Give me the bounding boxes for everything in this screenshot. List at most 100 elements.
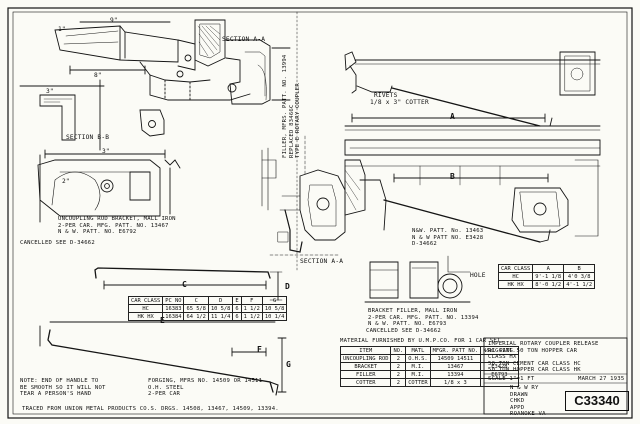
title-line-4: 50 TON CEMENT CAR CLASS HC: [488, 360, 581, 367]
ab-table-cell: 4'0 3/8: [563, 272, 596, 281]
material-table-cell: O.H.S.: [405, 354, 431, 363]
rod-table-cell: 6: [232, 312, 242, 321]
ab-table-header-cell: CAR CLASS: [497, 264, 534, 273]
ab-table-cell: 4'-1 1/2: [563, 280, 596, 289]
dimension-f-label: F: [257, 345, 263, 354]
cancelled-note-2: CANCELLED SEE D-34662: [366, 328, 441, 334]
rod-table-header-cell: G: [261, 296, 288, 305]
section-aa-top-label: SECTION A-A: [222, 36, 266, 43]
dimension-3in-a-label: 3": [102, 148, 110, 155]
material-table-cell: 2: [390, 378, 407, 387]
handle-note: NOTE: END OF HANDLE TO BE SMOOTH SO IT W…: [20, 378, 106, 398]
title-line-5: 50 TON HOPPER CAR CLASS HK: [488, 367, 581, 374]
material-table-cell: 2: [390, 362, 407, 371]
rod-table-cell: 64 1/2: [183, 312, 209, 321]
revision-stamp: N & W RY DRAWN CHKD APPD ROANOKE VA: [510, 385, 546, 418]
dimension-g-label: G: [286, 360, 292, 369]
material-table-cell: 13467: [429, 362, 482, 371]
dimension-e-label: E: [160, 316, 166, 325]
ab-table-header-cell: B: [563, 264, 596, 273]
ab-table-cell: HC: [497, 272, 534, 281]
title-line-2: RIGGING 50 TON HOPPER CAR: [488, 347, 578, 354]
material-table-header-cell: ITEM: [339, 346, 392, 355]
bracket-plan-view: [54, 21, 251, 101]
material-table-cell: 2: [390, 370, 407, 379]
dimension-2in-label: 2": [62, 178, 70, 185]
material-table-header-cell: NO.: [390, 346, 407, 355]
material-table-cell: 13394: [429, 370, 482, 379]
rod-table-cell: 11 1/4: [207, 312, 234, 321]
ab-table-cell: 8'-0 1/2: [532, 280, 565, 289]
rod-table-cell: HK HX: [127, 312, 164, 321]
rod-table-header-cell: F: [240, 296, 263, 305]
material-table-cell: M.I.: [405, 370, 431, 379]
title-line-3: CLASS HX: [488, 354, 517, 361]
material-table-header-cell: MATL: [405, 346, 431, 355]
rod-table-cell: 1 1/2: [240, 312, 263, 321]
sheet-border: [7, 7, 633, 419]
date-label: MARCH 27 1935: [578, 376, 625, 382]
cancelled-note-1: CANCELLED SEE D-34662: [20, 240, 95, 246]
material-table-cell: [480, 378, 519, 387]
rod-table-cell: 65 5/8: [183, 304, 209, 313]
material-table-cell: FILLER: [339, 370, 392, 379]
rod-table-cell: 16383: [162, 304, 185, 313]
material-table-cell: 2: [390, 354, 407, 363]
material-table-caption: MATERIAL FURNISHED BY U.M.P.CO. FOR 1 CA…: [340, 338, 505, 344]
car-side-view: [344, 139, 601, 243]
dimension-9in-label: 9": [110, 17, 118, 24]
title-line-1: IMPERIAL ROTARY COUPLER RELEASE: [488, 341, 599, 347]
rod-table-header-cell: D: [207, 296, 234, 305]
rod-table-cell: 1 1/2: [240, 304, 263, 313]
ab-table-cell: 9'-1 1/8: [532, 272, 565, 281]
ab-table-header-cell: A: [532, 264, 565, 273]
rod-table-cell: HC: [127, 304, 164, 313]
dimension-8in-label: 8": [94, 72, 102, 79]
drawing-number: C33340: [565, 391, 629, 411]
scale-label: SCALE 1"=1 FT: [488, 376, 535, 382]
center-coupler-section: [261, 135, 346, 256]
uncoupling-rod-bracket-view: [37, 149, 181, 223]
rod-table-header-cell: C: [183, 296, 209, 305]
section-bb-view: [19, 79, 165, 151]
section-aa-top-view: [194, 19, 291, 105]
uncoupling-rod-elevation: [39, 267, 287, 396]
traced-from-note: TRACED FROM UNION METAL PRODUCTS CO.S. D…: [22, 406, 279, 412]
sheet-inner-border: [12, 11, 628, 415]
bracket-filler-note: BRACKET FILLER, MALL IRON 2-PER CAR. MFG…: [368, 308, 479, 328]
material-table-cell: COTTER: [339, 378, 392, 387]
rod-table-header-cell: E: [232, 296, 242, 305]
dimension-3in-b-label: 3": [46, 88, 54, 95]
dimension-d-label: D: [285, 282, 291, 291]
forging-note: FORGING, MFRS NO. 14509 OR 14511 O.H. ST…: [148, 378, 263, 398]
rod-table-cell: 10 1/4: [261, 312, 288, 321]
material-table-cell: M.I.: [405, 362, 431, 371]
dimension-b-label: B: [450, 172, 456, 181]
rod-table-cell: 16384: [162, 312, 185, 321]
material-table-cell: BRACKET: [339, 362, 392, 371]
material-table-cell: 14509 14511: [429, 354, 482, 363]
dimension-a-label: A: [450, 112, 456, 121]
bracket-filler-view: [364, 255, 471, 303]
section-bb-label: SECTION B-B: [66, 134, 110, 141]
cotter-label: 1/8 x 3" COTTER: [370, 99, 429, 106]
section-aa-bottom-label: SECTION A-A: [300, 258, 344, 265]
material-table-cell: UNCOUPLING ROD: [339, 354, 392, 363]
filler-vertical-note: FILLER, MFRS. PATT. NO. 13994 REPLACED 8…: [282, 54, 302, 158]
ab-table-cell: HK HX: [497, 280, 534, 289]
rivets-label: RIVETS: [374, 92, 398, 99]
rod-table-header-cell: CAR CLASS: [127, 296, 164, 305]
hole-label: HOLE: [470, 272, 486, 279]
